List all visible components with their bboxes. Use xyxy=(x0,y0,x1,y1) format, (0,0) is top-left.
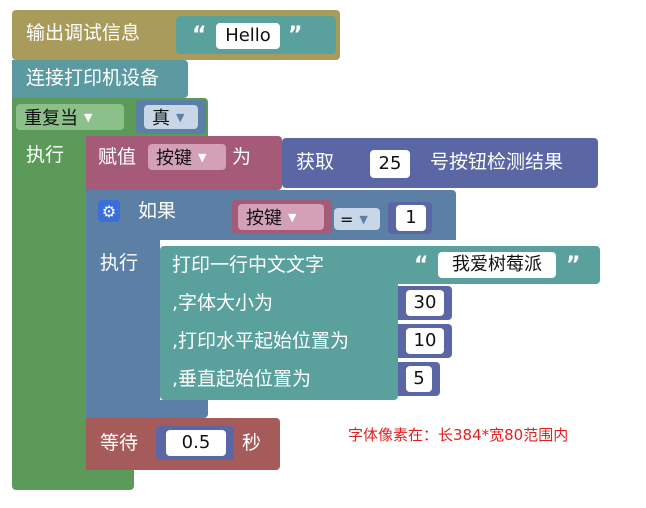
wait-block[interactable]: 等待 0.5 秒 xyxy=(86,418,280,470)
compare-variable-dropdown[interactable]: 按键 ▼ xyxy=(238,204,324,230)
y-position-field[interactable]: 5 xyxy=(406,366,432,392)
close-quote-icon: ” xyxy=(288,23,303,48)
wait-label: 等待 xyxy=(100,432,139,454)
wait-value-field[interactable]: 0.5 xyxy=(166,430,226,456)
print-chinese-label: 打印一行中文文字 xyxy=(172,254,325,276)
while-mode-dropdown[interactable]: 重复当 ▼ xyxy=(16,104,124,130)
wait-number-block[interactable]: 0.5 xyxy=(156,426,234,460)
font-size-block[interactable]: 30 xyxy=(398,286,452,320)
boolean-dropdown[interactable]: 真 ▼ xyxy=(144,105,198,129)
chevron-down-icon: ▼ xyxy=(176,110,185,124)
assign-block[interactable]: 赋值 按键 ▼ 为 xyxy=(86,136,282,190)
boolean-block[interactable]: 真 ▼ xyxy=(136,100,206,134)
compare-variable: 按键 xyxy=(246,208,282,229)
font-size-label: ,字体大小为 xyxy=(172,292,274,314)
assign-label: 赋值 xyxy=(98,146,137,168)
assign-variable: 按键 xyxy=(156,148,192,169)
print-debug-block[interactable]: 输出调试信息 “ Hello ” xyxy=(12,10,340,60)
open-quote-icon: “ xyxy=(414,253,429,278)
while-arm xyxy=(12,136,86,476)
operator-dropdown[interactable]: = ▼ xyxy=(334,208,380,230)
chevron-down-icon: ▼ xyxy=(288,210,297,224)
button-number-field[interactable]: 25 xyxy=(370,150,410,178)
gear-icon[interactable]: ⚙ xyxy=(98,200,120,222)
operator-value: = xyxy=(340,209,354,229)
font-size-note: 字体像素在：长384*宽80范围内 xyxy=(348,426,569,444)
open-quote-icon: “ xyxy=(192,23,207,48)
while-mode-label: 重复当 xyxy=(24,108,78,129)
while-block[interactable]: 重复当 ▼ 真 ▼ xyxy=(12,98,208,136)
compare-value-field[interactable]: 1 xyxy=(396,205,426,231)
while-do-label: 执行 xyxy=(26,144,65,166)
compare-variable-block[interactable]: 按键 ▼ xyxy=(232,200,332,234)
if-arm xyxy=(86,240,160,420)
wait-unit-label: 秒 xyxy=(242,432,262,454)
connect-printer-label: 连接打印机设备 xyxy=(26,67,160,89)
boolean-value: 真 xyxy=(152,108,170,129)
get-suffix-label: 号按钮检测结果 xyxy=(430,151,564,173)
connect-printer-block[interactable]: 连接打印机设备 xyxy=(12,60,188,98)
assign-as-label: 为 xyxy=(232,146,252,168)
x-position-label: ,打印水平起始位置为 xyxy=(172,330,350,352)
get-label: 获取 xyxy=(296,151,335,173)
if-label: 如果 xyxy=(138,200,177,222)
chinese-text-block[interactable]: “ 我爱树莓派 ” xyxy=(398,246,600,284)
get-button-block[interactable]: 获取 25 号按钮检测结果 xyxy=(282,138,598,188)
y-position-block[interactable]: 5 xyxy=(398,362,440,396)
chevron-down-icon: ▼ xyxy=(84,110,93,124)
debug-text-field[interactable]: Hello xyxy=(216,23,280,49)
number-block[interactable]: 1 xyxy=(388,202,432,234)
chinese-text-field[interactable]: 我爱树莓派 xyxy=(438,252,556,278)
close-quote-icon: ” xyxy=(566,253,581,278)
assign-variable-dropdown[interactable]: 按键 ▼ xyxy=(148,144,226,170)
x-position-field[interactable]: 10 xyxy=(406,328,444,354)
if-block[interactable]: ⚙ 如果 按键 ▼ = ▼ 1 xyxy=(86,190,456,240)
print-debug-label: 输出调试信息 xyxy=(26,22,141,44)
if-do-label: 执行 xyxy=(100,252,139,274)
print-chinese-block[interactable]: 打印一行中文文字 ,字体大小为 ,打印水平起始位置为 ,垂直起始位置为 xyxy=(160,246,398,400)
x-position-block[interactable]: 10 xyxy=(398,324,452,358)
while-bottom xyxy=(12,470,134,490)
text-literal-block[interactable]: “ Hello ” xyxy=(176,16,336,54)
font-size-field[interactable]: 30 xyxy=(406,290,444,316)
y-position-label: ,垂直起始位置为 xyxy=(172,368,312,390)
if-bottom xyxy=(86,400,208,418)
chevron-down-icon: ▼ xyxy=(198,150,207,164)
chevron-down-icon: ▼ xyxy=(359,212,368,226)
compare-block[interactable]: 按键 ▼ = ▼ 1 xyxy=(224,196,436,238)
